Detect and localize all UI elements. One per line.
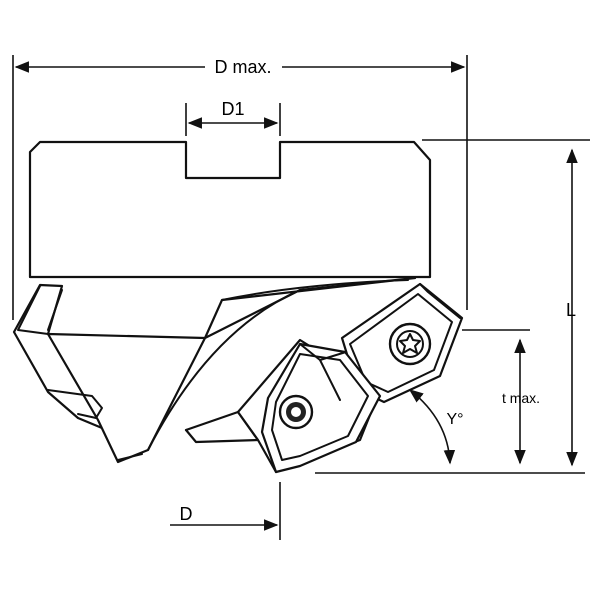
lower-insert xyxy=(260,342,382,474)
d-max-label: D max. xyxy=(214,57,271,77)
cutter-shank xyxy=(28,140,432,279)
upper-insert xyxy=(340,282,464,404)
angle-label: Y° xyxy=(446,411,463,428)
d-label: D xyxy=(180,504,193,524)
t-max-dimension: t max. xyxy=(315,329,585,474)
l-label: L xyxy=(566,300,576,320)
d1-dimension: D1 xyxy=(185,99,281,136)
d-dimension: D xyxy=(170,482,281,540)
angle-dimension: Y° xyxy=(408,389,464,465)
d1-label: D1 xyxy=(221,99,244,119)
t-max-label: t max. xyxy=(502,390,540,406)
d-max-dimension: D max. xyxy=(12,55,468,320)
l-dimension: L xyxy=(422,139,590,467)
